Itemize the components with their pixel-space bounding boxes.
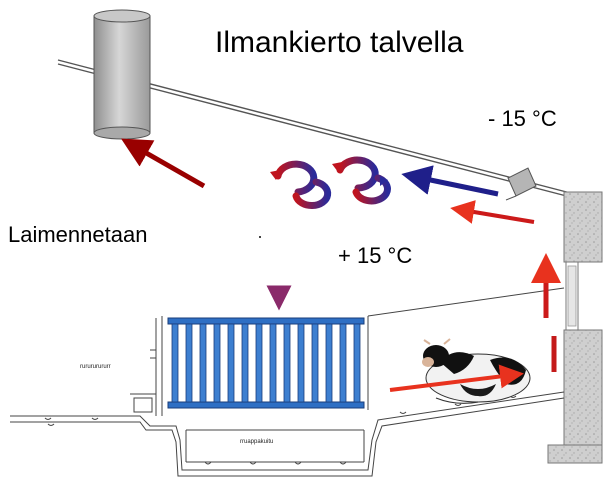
floor-structure bbox=[10, 316, 565, 477]
cow-icon bbox=[422, 338, 531, 404]
arrow-warm-return bbox=[450, 200, 535, 224]
pit-note: rruappakuitu bbox=[240, 439, 274, 445]
flow-arrows bbox=[120, 138, 561, 392]
arrow-to-chimney bbox=[120, 138, 206, 189]
outer-wall bbox=[547, 191, 603, 464]
pen-bar bbox=[325, 323, 333, 403]
outdoor-temperature: - 15 °C bbox=[488, 106, 557, 131]
arrow-over-cow bbox=[389, 364, 524, 392]
exhaust-chimney-icon bbox=[93, 9, 151, 140]
pen-bar bbox=[269, 323, 277, 403]
calf-pen-icon bbox=[167, 317, 365, 409]
ceiling-line bbox=[367, 287, 565, 410]
pen-bar bbox=[171, 323, 179, 403]
pen-bar bbox=[241, 323, 249, 403]
pen-bar bbox=[227, 323, 235, 403]
arrow-inflow-cold bbox=[401, 165, 499, 197]
diagram-title: Ilmankierto talvella bbox=[215, 26, 464, 59]
indoor-temperature: + 15 °C bbox=[338, 243, 413, 268]
pen-bar bbox=[213, 323, 221, 403]
pen-bar bbox=[339, 323, 347, 403]
dilution-label: Laimennetaan bbox=[8, 222, 148, 247]
pen-bar bbox=[283, 323, 291, 403]
pen-bar bbox=[185, 323, 193, 403]
fan-unit-icon bbox=[505, 167, 537, 201]
pen-bar bbox=[199, 323, 207, 403]
pen-bar bbox=[297, 323, 305, 403]
pen-bar bbox=[255, 323, 263, 403]
pen-bar bbox=[353, 323, 361, 403]
air-swirl-icon bbox=[270, 156, 391, 210]
pen-bar bbox=[311, 323, 319, 403]
left-wall-note: rurururururr bbox=[80, 364, 111, 370]
